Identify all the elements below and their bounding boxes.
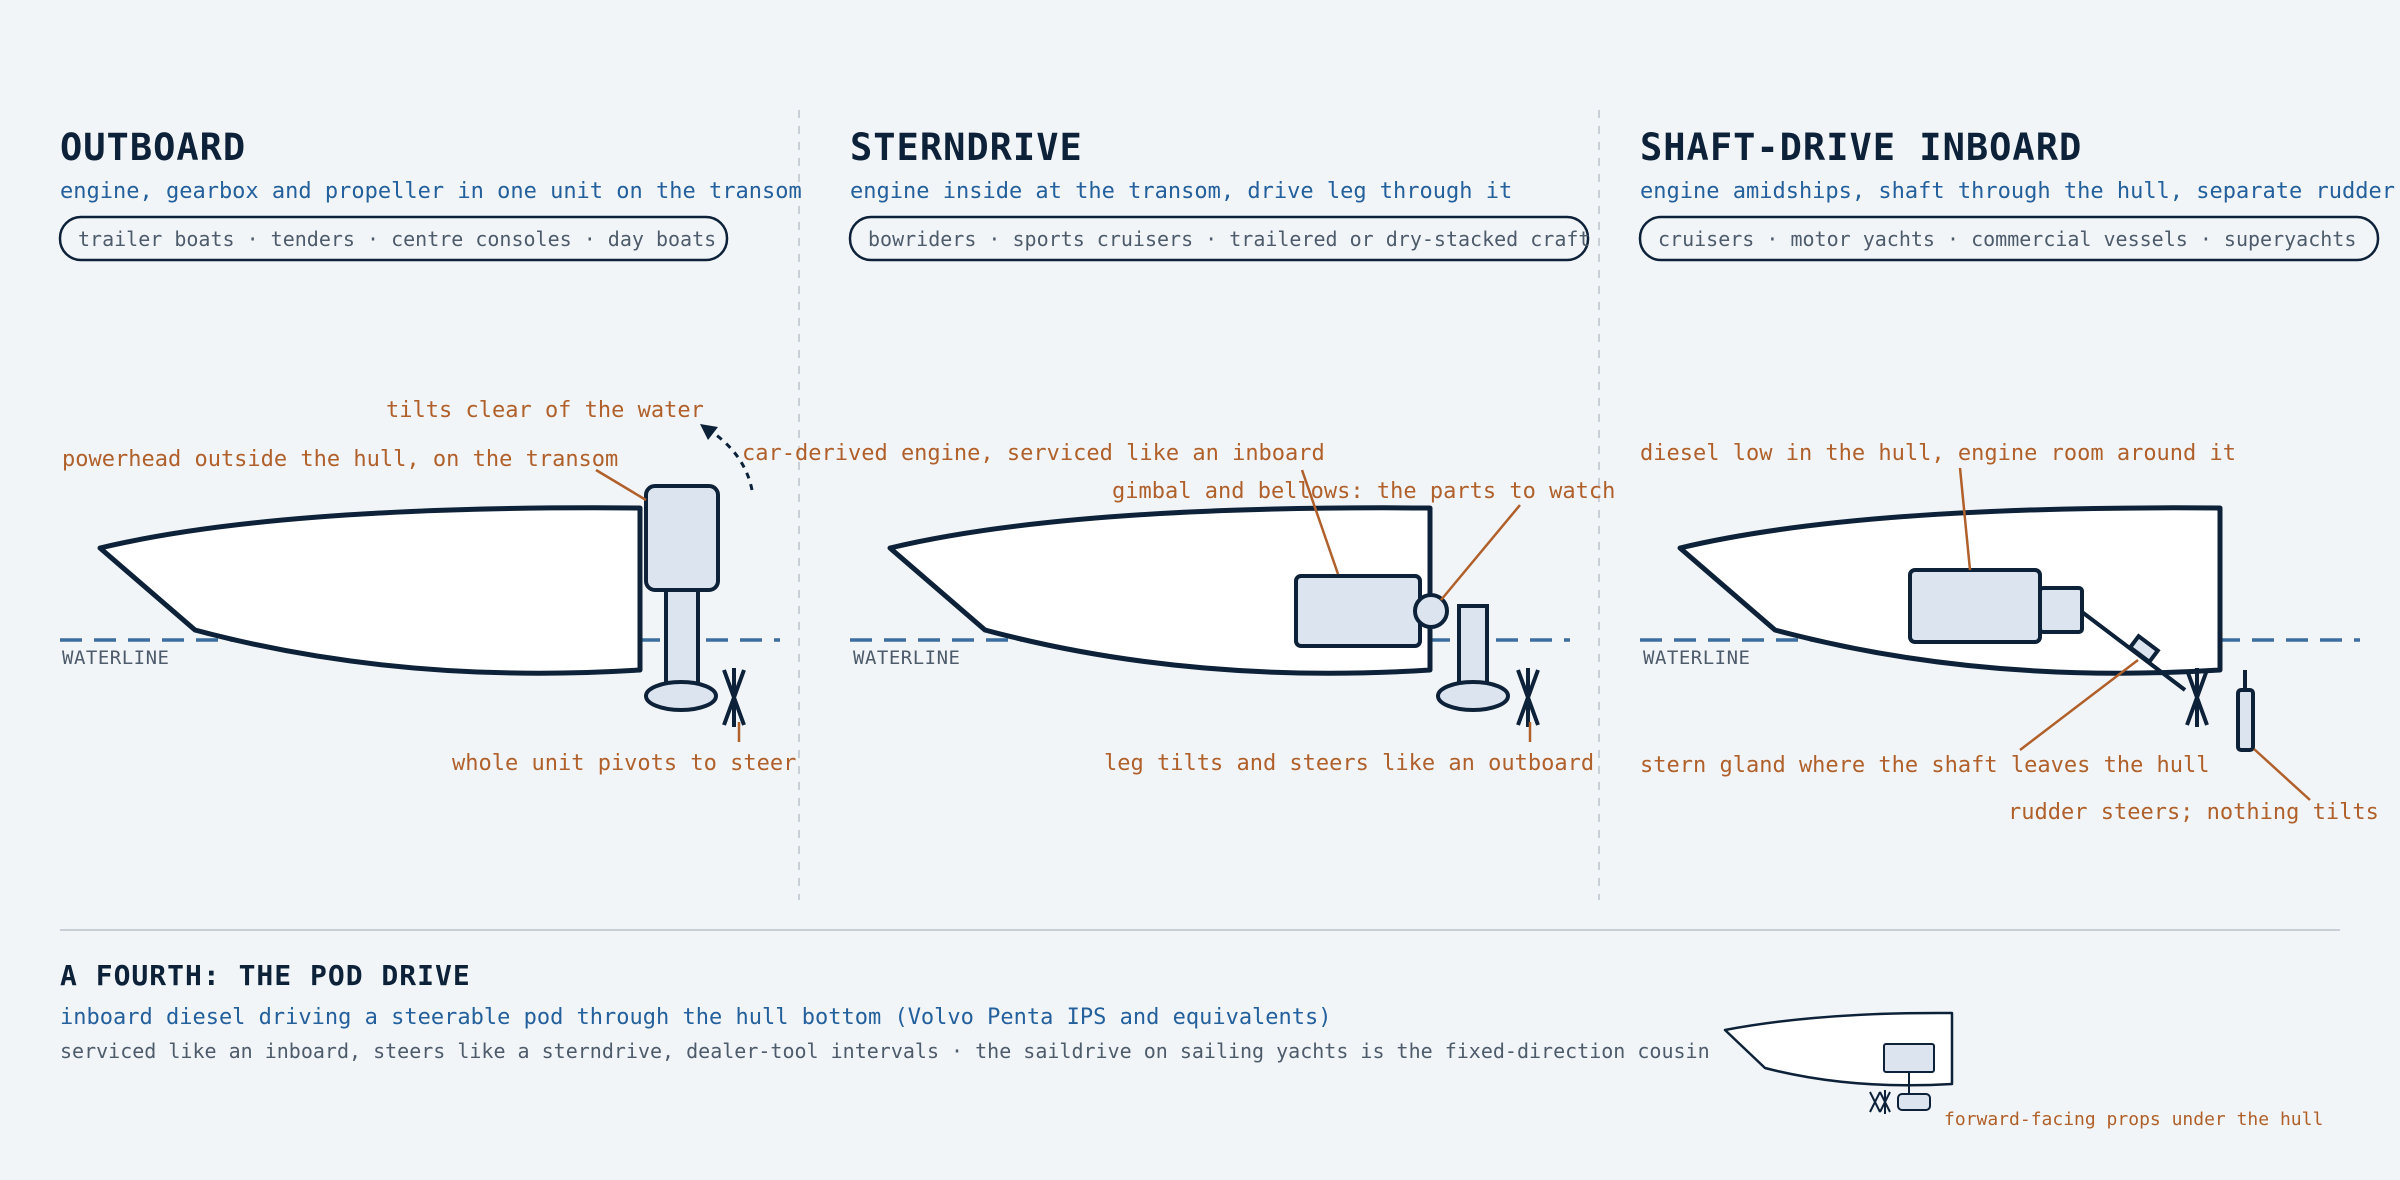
pod-propeller-icon xyxy=(1869,1090,1891,1114)
inboard-stern-gland xyxy=(2127,633,2161,665)
inboard-diesel-note: diesel low in the hull, engine room arou… xyxy=(1640,441,2236,466)
sterndrive-engine-leader xyxy=(1300,469,1340,575)
tilt-arrow-head xyxy=(700,424,718,440)
outboard-tags: trailer boats · tenders · centre console… xyxy=(78,227,716,251)
inboard-waterline-label: WATERLINE xyxy=(1643,647,1750,669)
inboard-rudder-leader xyxy=(2253,748,2311,801)
outboard-powerhead-leader xyxy=(595,468,647,502)
outboard-pivot-note: whole unit pivots to steer xyxy=(452,751,796,776)
outboard-title: OUTBOARD xyxy=(60,126,246,169)
outboard-leg xyxy=(664,588,700,692)
sterndrive-engine xyxy=(1294,574,1422,648)
sterndrive-waterline-label: WATERLINE xyxy=(853,647,960,669)
outboard-hull xyxy=(97,505,643,676)
outboard-column: OUTBOARD engine, gearbox and propeller i… xyxy=(58,126,802,776)
pod-title: A FOURTH: THE POD DRIVE xyxy=(60,959,471,992)
outboard-subtitle: engine, gearbox and propeller in one uni… xyxy=(60,179,802,204)
outboard-powerhead-note: powerhead outside the hull, on the trans… xyxy=(62,447,618,472)
pod-subtitle: inboard diesel driving a steerable pod t… xyxy=(60,1005,1332,1030)
sterndrive-gimbal-leader xyxy=(1440,504,1521,601)
outboard-propeller-icon xyxy=(722,668,746,727)
sterndrive-gimbal xyxy=(1413,593,1449,629)
sterndrive-gimbal-note: gimbal and bellows: the parts to watch xyxy=(1112,479,1615,504)
sterndrive-leg-note: leg tilts and steers like an outboard xyxy=(1104,751,1594,776)
inboard-gland-note: stern gland where the shaft leaves the h… xyxy=(1640,753,2210,778)
inboard-gland-leader xyxy=(2019,659,2139,751)
inboard-title: SHAFT-DRIVE INBOARD xyxy=(1640,126,2082,169)
outboard-waterline-label: WATERLINE xyxy=(62,647,169,669)
outboard-tags-pill xyxy=(58,215,729,262)
pod-section: A FOURTH: THE POD DRIVE inboard diesel d… xyxy=(60,959,2323,1130)
inboard-subtitle: engine amidships, shaft through the hull… xyxy=(1640,179,2395,204)
sterndrive-leg xyxy=(1457,604,1489,692)
outboard-tilt-note: tilts clear of the water xyxy=(386,398,704,423)
sterndrive-column: STERNDRIVE engine inside at the transom,… xyxy=(742,126,1615,776)
inboard-rudder xyxy=(2236,688,2255,752)
outboard-powerhead xyxy=(644,484,720,592)
pod-note: forward-facing props under the hull xyxy=(1944,1109,2323,1130)
outboard-cavitation-plate xyxy=(644,680,718,712)
sterndrive-tags: bowriders · sports cruisers · trailered … xyxy=(868,227,1590,251)
pod-engine xyxy=(1883,1043,1935,1073)
inboard-engine xyxy=(1908,568,2042,644)
tilt-arrow xyxy=(711,430,754,491)
sterndrive-plate xyxy=(1436,680,1510,712)
sterndrive-subtitle: engine inside at the transom, drive leg … xyxy=(850,179,1512,204)
pod-unit xyxy=(1897,1093,1931,1111)
inboard-tags: cruisers · motor yachts · commercial ves… xyxy=(1658,227,2356,251)
sterndrive-engine-note: car-derived engine, serviced like an inb… xyxy=(742,441,1325,466)
inboard-diesel-leader xyxy=(1958,467,1972,571)
pod-detail: serviced like an inboard, steers like a … xyxy=(60,1039,1710,1063)
inboard-propeller-icon xyxy=(2185,668,2209,727)
sterndrive-tags-pill xyxy=(848,215,1590,262)
inboard-column: SHAFT-DRIVE INBOARD engine amidships, sh… xyxy=(1638,126,2395,825)
inboard-tags-pill xyxy=(1638,215,2380,262)
sterndrive-propeller-icon xyxy=(1516,668,1540,727)
inboard-gearbox xyxy=(2038,586,2084,634)
sterndrive-title: STERNDRIVE xyxy=(850,126,1083,169)
inboard-rudder-note: rudder steers; nothing tilts xyxy=(2008,800,2379,825)
